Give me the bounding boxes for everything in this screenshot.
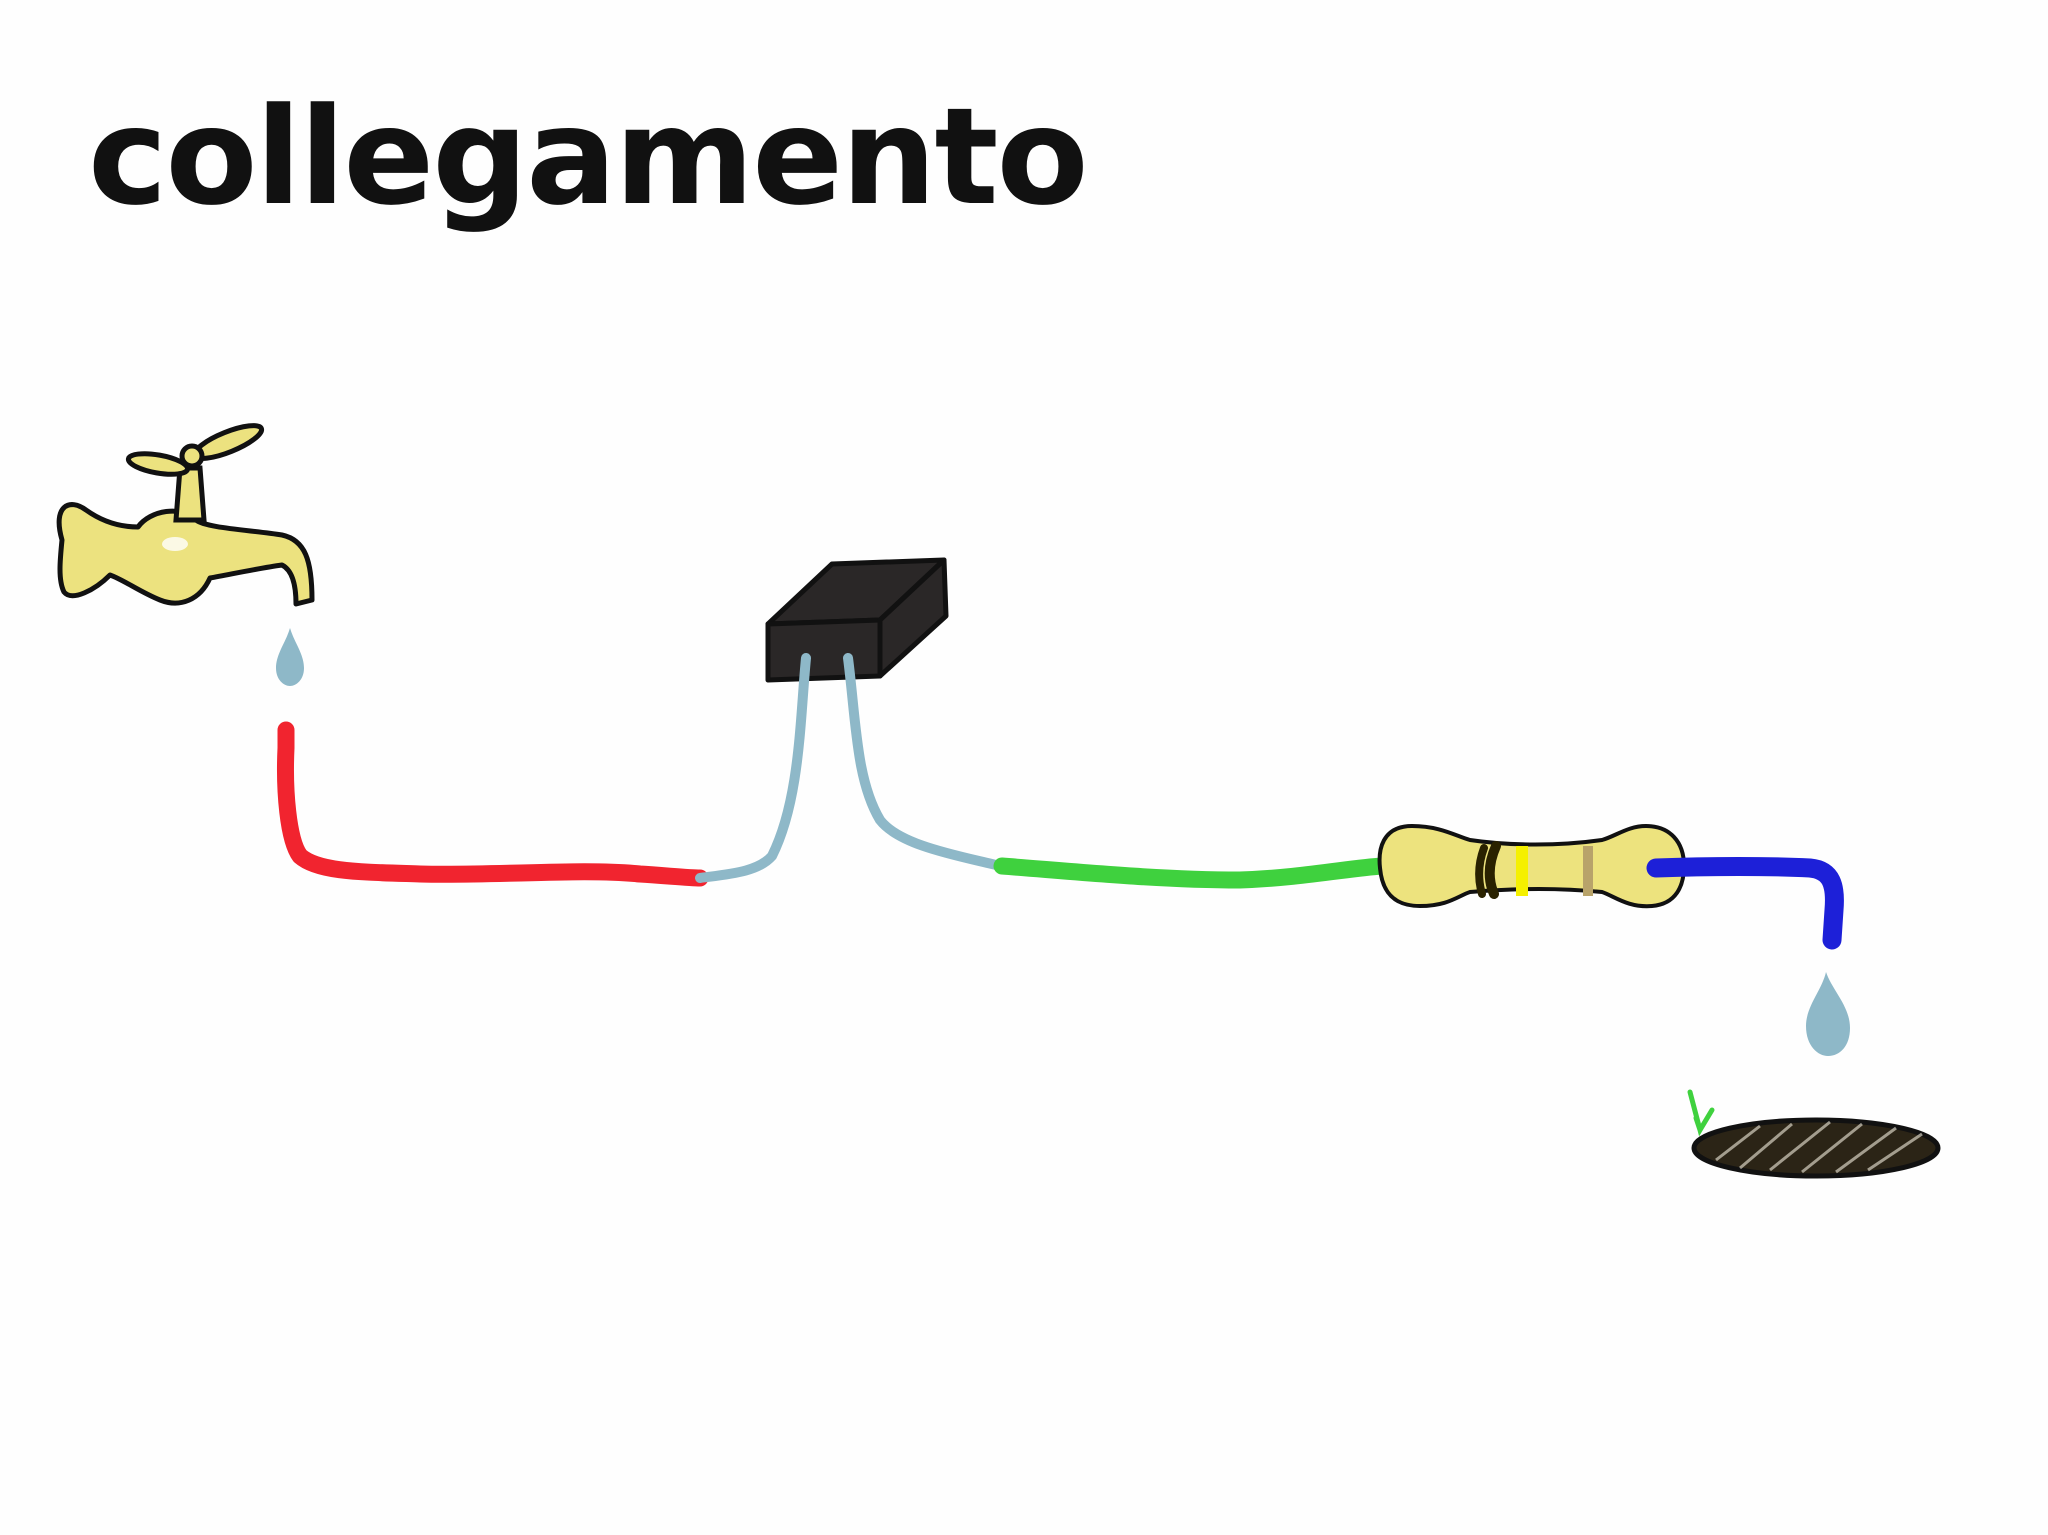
faucet-handle-left xyxy=(125,451,191,477)
chip-pin-left xyxy=(695,653,811,883)
red-wire xyxy=(277,721,709,887)
resistor-band-1 xyxy=(1475,844,1488,898)
green-wire xyxy=(993,857,1391,889)
page-title: collegamento xyxy=(88,79,1089,235)
grass-icon xyxy=(1687,1089,1715,1137)
chip-side xyxy=(877,557,949,679)
ground-hatching xyxy=(1715,1120,1923,1174)
resistor-band-2 xyxy=(1484,841,1501,899)
black-box-chip-icon xyxy=(765,557,949,683)
water-drop-icon xyxy=(276,628,304,686)
resistor-body xyxy=(1377,823,1687,909)
faucet-handle-hub xyxy=(179,443,205,469)
faucet-highlight xyxy=(162,537,188,551)
resistor-icon xyxy=(1377,823,1687,909)
faucet-body xyxy=(56,502,315,607)
water-drop-icon xyxy=(1806,972,1850,1056)
chip-pin-right xyxy=(843,653,1005,871)
ground-hole-icon xyxy=(1687,1089,1941,1179)
faucet-icon xyxy=(56,423,315,607)
chip-front xyxy=(765,617,883,683)
ground-hole xyxy=(1691,1117,1941,1179)
blue-wire xyxy=(1646,857,1844,950)
